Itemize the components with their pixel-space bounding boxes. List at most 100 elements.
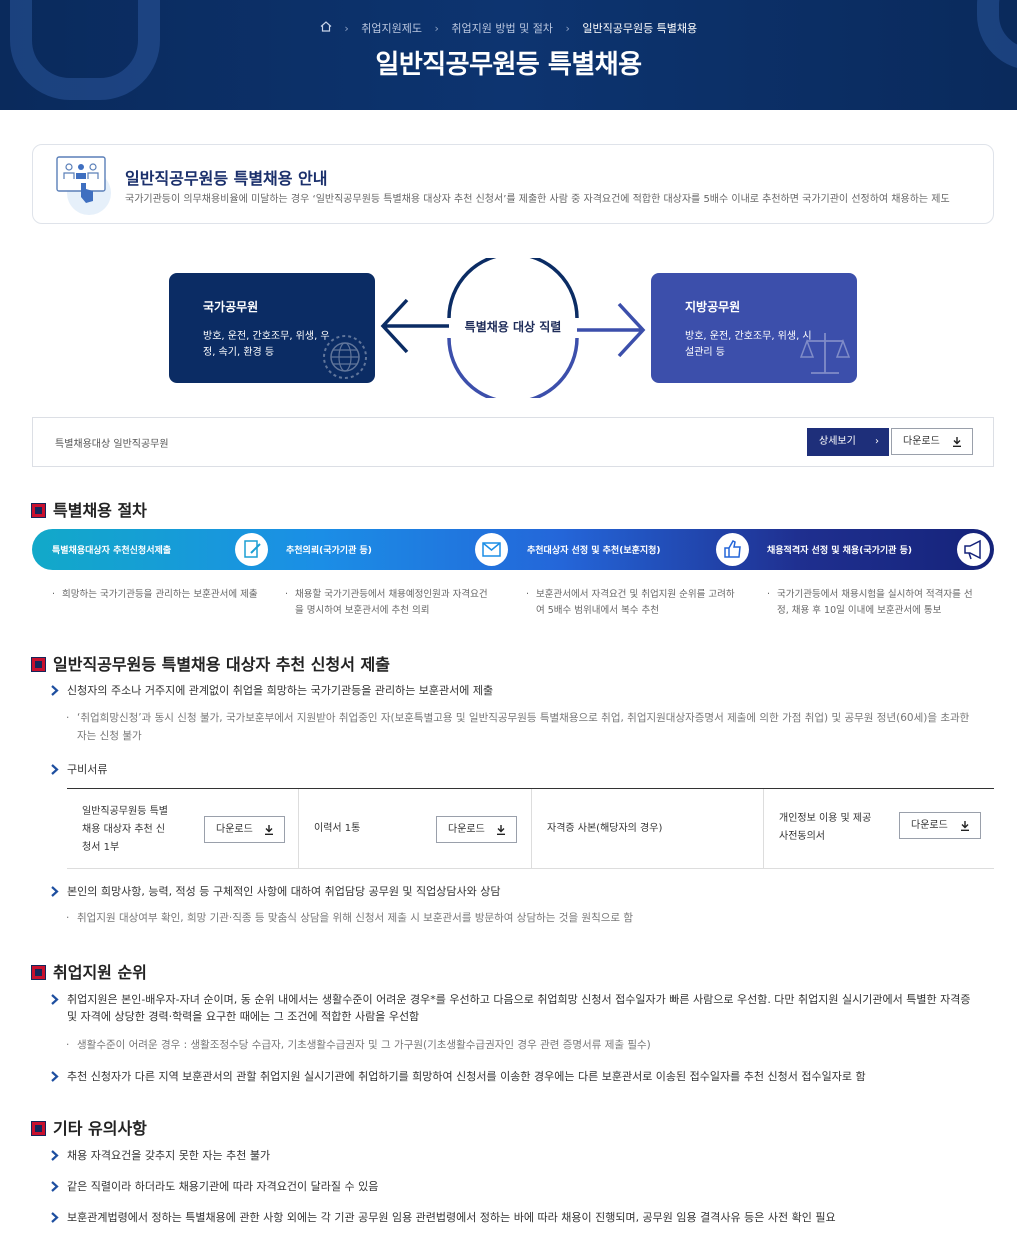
ranking-heading-text: 취업지원 순위	[53, 963, 147, 982]
download-icon	[961, 821, 969, 831]
ranking-heading: 취업지원 순위	[31, 959, 147, 983]
procedure-step: 추천의뢰(국가기관 등)	[272, 529, 512, 570]
procedure-step-label: 추천대상자 선정 및 추천(보훈지청)	[527, 546, 661, 556]
chevron-right-icon: ›	[565, 21, 570, 35]
list-item-text: 보훈관계법령에서 정하는 특별채용에 관한 사항 외에는 각 기관 공무원 임용…	[67, 1211, 836, 1224]
intro-box: 일반직공무원등 특별채용 안내 국가기관등이 의무채용비율에 미달하는 경우 ‘…	[32, 144, 994, 224]
sub-item: 취업지원 대상여부 확인, 희망 기관·직종 등 맞춤식 상담을 위해 신청서 …	[66, 909, 978, 927]
download-button[interactable]: 다운로드	[204, 816, 285, 843]
breadcrumb-item[interactable]: 취업지원제도	[361, 22, 422, 35]
target-position-label: 특별채용대상 일반직공무원	[55, 439, 169, 450]
chevron-right-icon: ›	[344, 21, 349, 35]
national-official-card: 국가공무원 방호, 운전, 간호조무, 위생, 우정, 속기, 환경 등	[169, 273, 375, 383]
chevron-right-icon: ›	[434, 21, 439, 35]
local-official-title: 지방공무원	[685, 300, 741, 314]
procedure-step-desc: 채용할 국가기관등에서 채용예정인원과 자격요건을 명시하여 보훈관서에 추천 …	[285, 587, 495, 619]
center-label: 특별채용 대상 직렬	[464, 320, 562, 334]
intro-description: 국가기관등이 의무채용비율에 미달하는 경우 ‘일반직공무원등 특별채용 대상자…	[125, 194, 950, 205]
recruit-illustration-icon	[56, 156, 111, 215]
list-item: 본인의 희망사항, 능력, 적성 등 구체적인 사항에 대하여 취업담당 공무원…	[50, 883, 980, 900]
national-official-desc: 방호, 운전, 간호조무, 위생, 우정, 속기, 환경 등	[203, 331, 330, 358]
list-item: 취업지원은 본인-배우자-자녀 순이며, 동 순위 내에서는 생활수준이 어려운…	[50, 991, 980, 1025]
download-icon	[497, 825, 505, 835]
megaphone-icon	[957, 533, 990, 566]
download-label: 다운로드	[216, 824, 253, 835]
envelope-icon	[475, 533, 508, 566]
list-item: 같은 직렬이라 하더라도 채용기관에 따라 자격요건이 달라질 수 있음	[50, 1178, 980, 1195]
list-item: 추천 신청자가 다른 지역 보훈관서의 관할 취업지원 실시기관에 취업하기를 …	[50, 1068, 980, 1085]
download-label: 다운로드	[903, 436, 940, 447]
document-cell: 일반직공무원등 특별채용 대상자 추천 신청서 1부 다운로드	[67, 789, 299, 869]
procedure-step-label: 특별채용대상자 추천신청서제출	[52, 546, 172, 556]
procedure-step-label: 채용적격자 선정 및 채용(국가기관 등)	[767, 546, 912, 556]
arrow-bullet-icon	[51, 1071, 59, 1082]
list-item-text: 채용 자격요건을 갖추지 못한 자는 추천 불가	[67, 1149, 271, 1162]
procedure-heading-text: 특별채용 절차	[53, 501, 147, 520]
notes-heading: 기타 유의사항	[31, 1115, 147, 1139]
center-diagram	[380, 258, 646, 398]
download-label: 다운로드	[911, 820, 948, 831]
required-documents-table: 일반직공무원등 특별채용 대상자 추천 신청서 1부 다운로드 이력서 1통 다…	[67, 788, 994, 869]
procedure-step: 채용적격자 선정 및 채용(국가기관 등)	[752, 529, 994, 570]
document-name: 이력서 1통	[314, 823, 361, 834]
chevron-right-icon: ›	[875, 436, 879, 447]
submission-heading: 일반직공무원등 특별채용 대상자 추천 신청서 제출	[31, 651, 390, 675]
list-item-text: 본인의 희망사항, 능력, 적성 등 구체적인 사항에 대하여 취업담당 공무원…	[67, 885, 501, 898]
section-mark-icon	[31, 1121, 46, 1136]
list-item: 구비서류	[50, 761, 980, 778]
section-mark-icon	[31, 965, 46, 980]
download-icon	[265, 825, 273, 835]
globe-icon	[323, 335, 367, 379]
procedure-step: 특별채용대상자 추천신청서제출	[32, 529, 272, 570]
list-item-text: 구비서류	[67, 763, 108, 776]
download-button[interactable]: 다운로드	[891, 428, 973, 455]
sub-item: ‘취업희망신청’과 동시 신청 불가, 국가보훈부에서 지원받아 취업중인 자(…	[66, 709, 978, 745]
download-label: 다운로드	[448, 824, 485, 835]
national-official-title: 국가공무원	[203, 300, 259, 314]
list-item-text: 신청자의 주소나 거주지에 관계없이 취업을 희망하는 국가기관등을 관리하는 …	[67, 684, 494, 697]
document-name: 자격증 사본(해당자의 경우)	[547, 823, 663, 834]
list-item-text: 취업지원은 본인-배우자-자녀 순이며, 동 순위 내에서는 생활수준이 어려운…	[67, 993, 971, 1023]
procedure-step-desc: 보훈관서에서 자격요건 및 취업지원 순위를 고려하여 5배수 범위내에서 복수…	[526, 587, 736, 619]
list-item-text: 같은 직렬이라 하더라도 채용기관에 따라 자격요건이 달라질 수 있음	[67, 1180, 379, 1193]
list-item: 채용 자격요건을 갖추지 못한 자는 추천 불가	[50, 1147, 980, 1164]
document-cell: 자격증 사본(해당자의 경우)	[532, 789, 764, 869]
document-cell: 이력서 1통 다운로드	[299, 789, 532, 869]
download-icon	[953, 437, 961, 447]
procedure-step-desc: 희망하는 국가기관등을 관리하는 보훈관서에 제출	[52, 587, 262, 603]
document-name: 개인정보 이용 및 제공 사전동의서	[779, 813, 872, 842]
arrow-bullet-icon	[51, 1150, 59, 1161]
home-icon[interactable]	[320, 21, 332, 35]
procedure-strip: 특별채용대상자 추천신청서제출 추천의뢰(국가기관 등) 추천대상자 선정 및 …	[32, 529, 994, 570]
intro-title: 일반직공무원등 특별채용 안내	[125, 169, 328, 188]
document-name: 일반직공무원등 특별채용 대상자 추천 신청서 1부	[82, 806, 168, 853]
target-position-bar: 특별채용대상 일반직공무원 상세보기 › 다운로드	[32, 417, 994, 467]
breadcrumb-current: 일반직공무원등 특별채용	[582, 22, 698, 35]
procedure-step-desc: 국가기관등에서 채용시험을 실시하여 적격자를 선정, 채용 후 10일 이내에…	[767, 587, 977, 619]
breadcrumb: › 취업지원제도 › 취업지원 방법 및 절차 › 일반직공무원등 특별채용	[0, 20, 1017, 36]
download-button[interactable]: 다운로드	[436, 816, 517, 843]
procedure-heading: 특별채용 절차	[31, 497, 147, 521]
thumbs-up-icon	[716, 533, 749, 566]
list-item: 보훈관계법령에서 정하는 특별채용에 관한 사항 외에는 각 기관 공무원 임용…	[50, 1209, 980, 1226]
arrow-bullet-icon	[51, 1212, 59, 1223]
download-button[interactable]: 다운로드	[899, 812, 981, 839]
breadcrumb-item[interactable]: 취업지원 방법 및 절차	[451, 22, 553, 35]
scale-icon	[799, 333, 851, 374]
sub-item: 생활수준이 어려운 경우 : 생활조정수당 수급자, 기초생활수급권자 및 그 …	[66, 1036, 978, 1054]
procedure-step-label: 추천의뢰(국가기관 등)	[286, 546, 372, 556]
page-header: › 취업지원제도 › 취업지원 방법 및 절차 › 일반직공무원등 특별채용 일…	[0, 0, 1017, 110]
arrow-bullet-icon	[51, 764, 59, 775]
local-official-card: 지방공무원 방호, 운전, 간호조무, 위생, 시설관리 등	[651, 273, 857, 383]
page-title: 일반직공무원등 특별채용	[375, 50, 642, 80]
procedure-step: 추천대상자 선정 및 추천(보훈지청)	[512, 529, 752, 570]
list-item-text: 추천 신청자가 다른 지역 보훈관서의 관할 취업지원 실시기관에 취업하기를 …	[67, 1070, 866, 1083]
detail-view-label: 상세보기	[819, 436, 856, 447]
arrow-bullet-icon	[51, 994, 59, 1005]
section-mark-icon	[31, 503, 46, 518]
detail-view-button[interactable]: 상세보기 ›	[807, 428, 889, 456]
section-mark-icon	[31, 657, 46, 672]
arrow-bullet-icon	[51, 1181, 59, 1192]
notes-heading-text: 기타 유의사항	[53, 1119, 147, 1138]
arrow-bullet-icon	[51, 886, 59, 897]
